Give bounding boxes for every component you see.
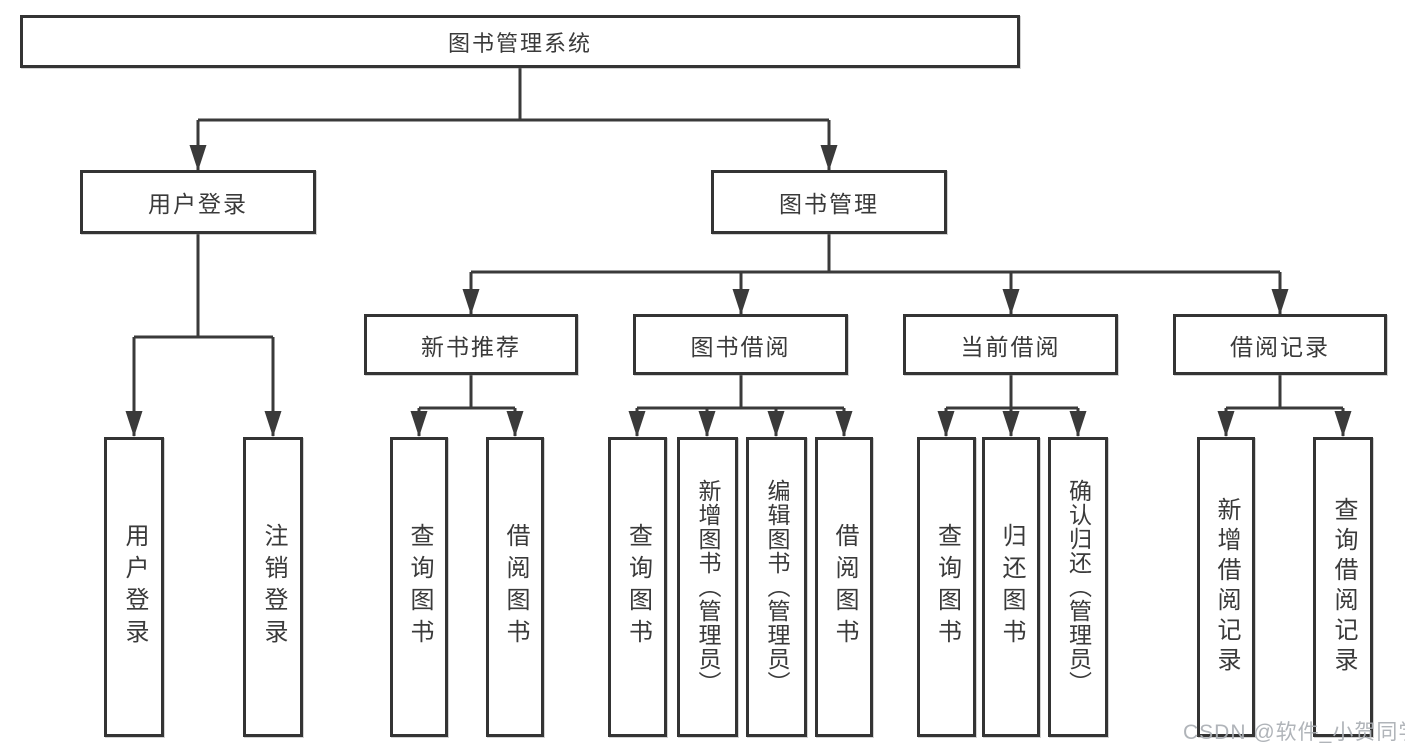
leaf-label: 确认归还（管理员） — [1065, 479, 1092, 695]
node-book-management: 图书管理 — [711, 170, 947, 234]
node-book-borrowing: 图书借阅 — [633, 314, 848, 375]
leaf-label: 新增图书（管理员） — [695, 479, 721, 695]
node-label: 图书借阅 — [690, 333, 791, 360]
leaf-label: 借阅图书 — [831, 523, 858, 651]
leaf-query-borrow-record: 查询借阅记录 — [1313, 437, 1373, 737]
leaf-confirm-return-admin: 确认归还（管理员） — [1048, 437, 1108, 737]
node-new-book-recommend: 新书推荐 — [364, 314, 578, 375]
csdn-watermark: CSDN @软件_小贺同学 — [1183, 721, 1405, 744]
leaf-user-login: 用户登录 — [104, 437, 164, 737]
leaf-label: 查询图书 — [406, 523, 433, 651]
node-current-borrowing: 当前借阅 — [903, 314, 1118, 375]
leaf-label: 新增借阅记录 — [1213, 497, 1240, 677]
leaf-label: 查询图书 — [933, 523, 961, 651]
leaf-label: 借阅图书 — [502, 523, 529, 651]
leaf-label: 编辑图书（管理员） — [764, 479, 790, 695]
node-label: 图书管理 — [779, 191, 879, 217]
node-label: 新书推荐 — [421, 333, 521, 360]
node-label: 图书管理系统 — [447, 30, 592, 56]
leaf-logout: 注销登录 — [243, 437, 303, 737]
leaf-return-books: 归还图书 — [982, 437, 1040, 737]
leaf-edit-books-admin: 编辑图书（管理员） — [746, 437, 807, 737]
leaf-label: 用户登录 — [121, 523, 148, 651]
leaf-add-books-admin: 新增图书（管理员） — [677, 437, 738, 737]
node-user-login: 用户登录 — [80, 170, 316, 234]
leaf-label: 查询借阅记录 — [1330, 497, 1357, 677]
leaf-borrow-books-2: 借阅图书 — [815, 437, 873, 737]
leaf-label: 归还图书 — [998, 523, 1025, 651]
leaf-borrow-books-1: 借阅图书 — [486, 437, 544, 737]
leaf-add-borrow-record: 新增借阅记录 — [1197, 437, 1255, 737]
node-library-management-system: 图书管理系统 — [20, 15, 1020, 68]
node-borrowing-records: 借阅记录 — [1173, 314, 1387, 375]
node-label: 用户登录 — [148, 191, 248, 217]
leaf-query-books-3: 查询图书 — [917, 437, 976, 737]
node-label: 借阅记录 — [1230, 333, 1330, 360]
leaf-label: 查询图书 — [624, 523, 652, 651]
leaf-query-books-1: 查询图书 — [390, 437, 448, 737]
leaf-query-books-2: 查询图书 — [608, 437, 667, 737]
node-label: 当前借阅 — [960, 333, 1061, 360]
leaf-label: 注销登录 — [260, 523, 287, 651]
